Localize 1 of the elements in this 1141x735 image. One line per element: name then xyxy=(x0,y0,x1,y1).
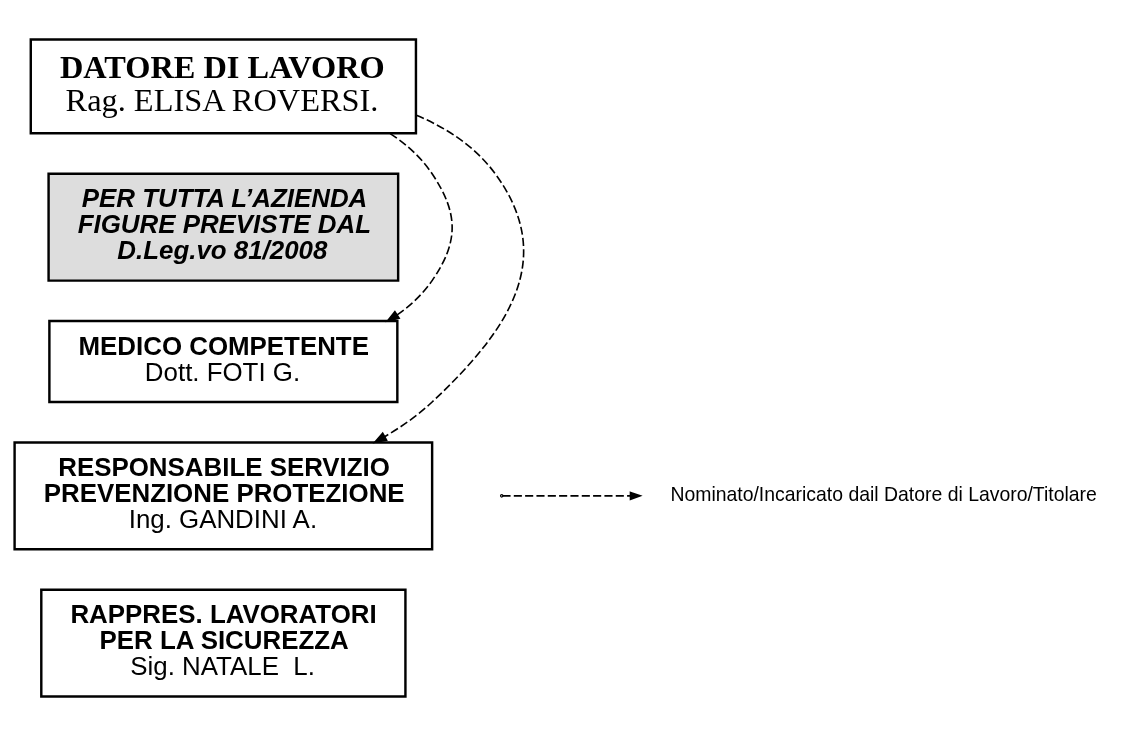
legend-label: Nominato/Incaricato dail Datore di Lavoro/Titolare xyxy=(670,482,1097,505)
